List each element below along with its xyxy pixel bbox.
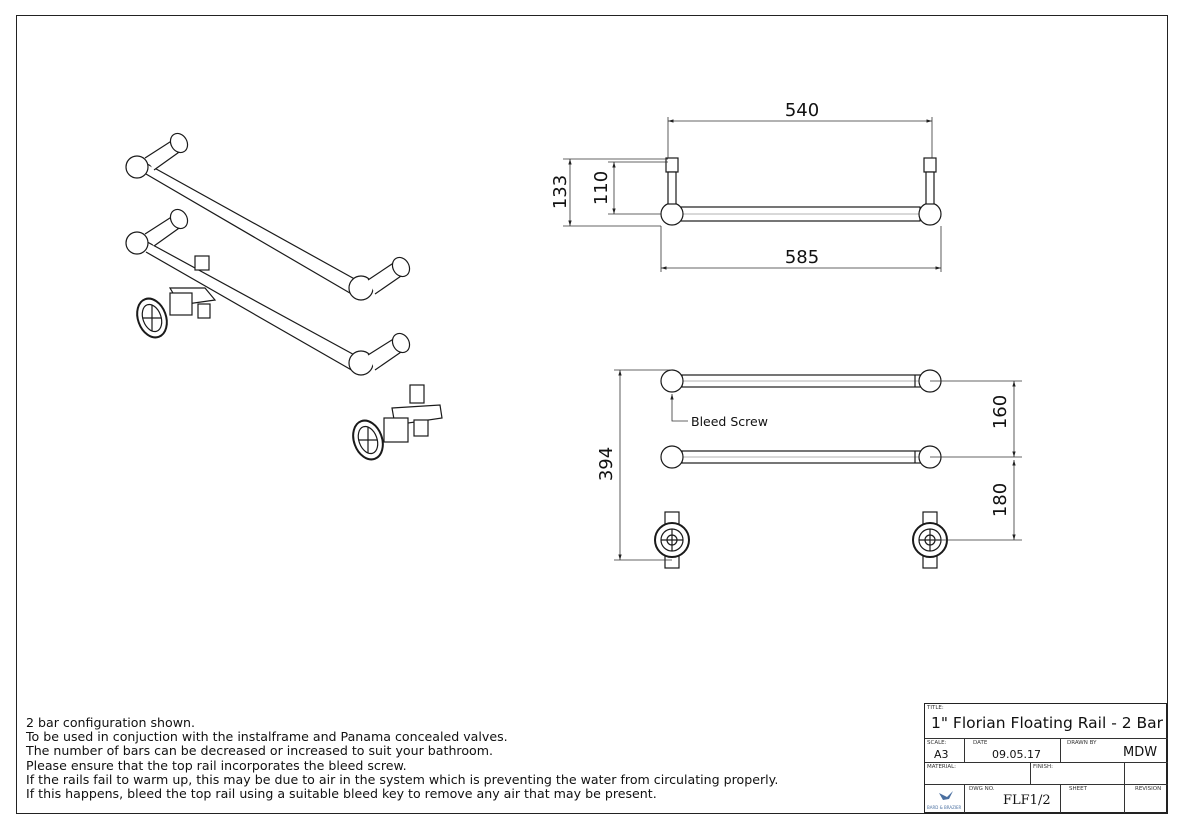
dwg-no-label: DWG NO. (969, 786, 995, 792)
material-label: MATERIAL: (927, 764, 957, 770)
drawn-by-value: MDW (1123, 745, 1158, 760)
note-line: To be used in conjuction with the instal… (26, 729, 508, 745)
drawn-by-label: DRAWN BY (1067, 740, 1097, 746)
dim-160: 160 (990, 395, 1011, 429)
title-label: TITLE: (927, 705, 944, 711)
note-line: If the rails fail to warm up, this may b… (26, 771, 779, 787)
dim-394: 394 (596, 447, 617, 481)
drawing-notes: 2 bar configuration shown. To be used in… (26, 715, 779, 802)
dwg-no-value: FLF1/2 (1003, 793, 1051, 808)
note-line: 2 bar configuration shown. (26, 715, 195, 730)
top-view-dimensions (563, 117, 942, 272)
scale-label: SCALE: (927, 740, 947, 746)
title-cell: TITLE: 1" Florian Floating Rail - 2 Bar (925, 704, 1168, 739)
front-view (654, 369, 948, 569)
iso-left-valve (136, 255, 217, 339)
drawing-sheet-border (16, 15, 1168, 814)
dim-585: 585 (785, 247, 819, 268)
dim-180: 180 (990, 483, 1011, 517)
title-block: TITLE: 1" Florian Floating Rail - 2 Bar … (924, 703, 1168, 813)
logo-cell: BARD & BRAZIER (925, 785, 965, 813)
top-view (660, 157, 942, 226)
iso-right-valve (352, 384, 443, 461)
dim-540: 540 (785, 100, 819, 121)
sheet-cell: SHEET (1061, 785, 1125, 813)
isometric-view (125, 132, 443, 461)
finish-label: FINISH: (1033, 764, 1054, 770)
bird-logo-icon (939, 791, 953, 800)
drawn-by-cell: DRAWN BY MDW (1061, 739, 1168, 763)
revision-label: REVISION (1135, 786, 1162, 792)
material-cell: MATERIAL: (925, 763, 1031, 785)
revision-cell: REVISION (1125, 785, 1168, 813)
bleed-screw-callout: Bleed Screw (691, 414, 768, 429)
note-line: Please ensure that the top rail incorpor… (26, 757, 407, 773)
scale-cell: SCALE: A3 (925, 739, 965, 763)
finish-cell: FINISH: (1031, 763, 1125, 785)
date-value: 09.05.17 (992, 748, 1041, 761)
front-view-dimensions (614, 369, 1022, 561)
scale-value: A3 (934, 748, 949, 761)
sheet-label: SHEET (1069, 786, 1087, 792)
note-line: If this happens, bleed the top rail usin… (26, 786, 657, 802)
note-line: The number of bars can be decreased or i… (26, 743, 494, 759)
front-lower-rail (660, 445, 942, 469)
drawing-title: 1" Florian Floating Rail - 2 Bar (931, 714, 1164, 732)
date-label: DATE (973, 740, 988, 746)
iso-lower-rail (125, 208, 411, 376)
dim-110: 110 (591, 171, 612, 205)
logo-text: BARD & BRAZIER (927, 805, 962, 810)
date-cell: DATE 09.05.17 (965, 739, 1061, 763)
dim-133: 133 (550, 175, 571, 209)
front-left-valve (654, 511, 690, 569)
blank-cell (1125, 763, 1168, 785)
dwg-no-cell: DWG NO. FLF1/2 (965, 785, 1061, 813)
front-upper-rail (660, 369, 942, 393)
iso-upper-rail (125, 132, 411, 301)
